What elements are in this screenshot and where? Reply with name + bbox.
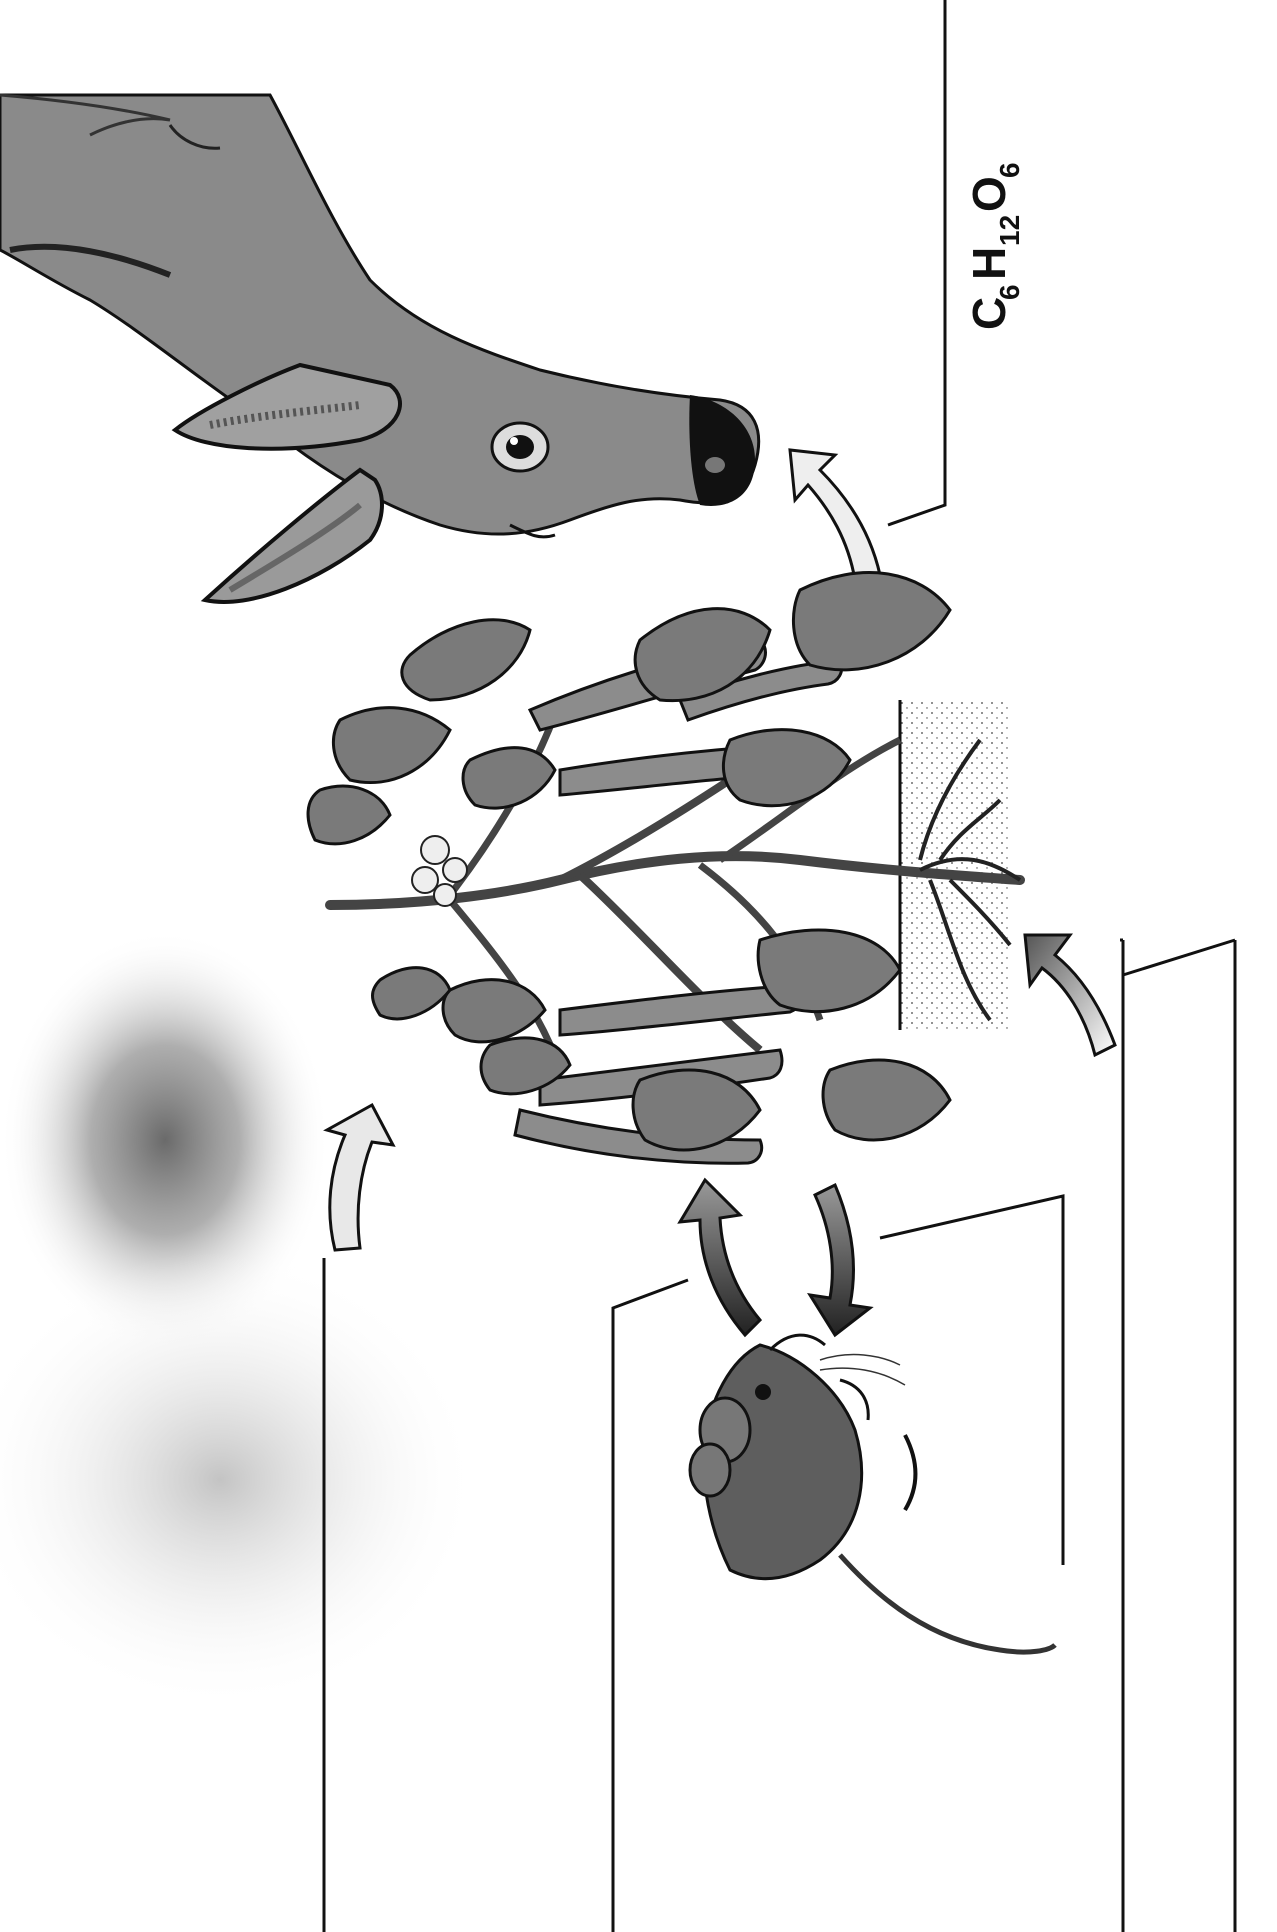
flow-arrow-icon [790,450,880,580]
deer-eye [492,423,548,471]
flow-arrow-icon [327,1105,393,1250]
formula-o: O [963,176,1015,212]
formula-c-sub: 6 [994,284,1025,300]
formula-o-sub: 6 [994,162,1025,178]
formula-c: C [963,297,1015,330]
blurred-region [0,930,480,1710]
label-line-deer [888,0,945,525]
mouse-eye [755,1384,771,1400]
label-line-roots-slant-visible [1123,940,1235,975]
mouse-tail [840,1555,1055,1652]
deer-ear-lower [205,470,382,602]
deer-head-icon [0,95,759,602]
flow-arrow-icon [1025,935,1115,1055]
formula-c6h12o6: C 6 H 12 O 6 [963,162,1025,330]
formula-h-sub: 12 [994,215,1025,246]
label-line-mouse-left [613,1280,688,1932]
mouse-icon [690,1335,1055,1652]
formula-h: H [963,247,1015,280]
bean-plant-icon [308,573,1020,1164]
flow-arrow-icon [680,1180,870,1335]
